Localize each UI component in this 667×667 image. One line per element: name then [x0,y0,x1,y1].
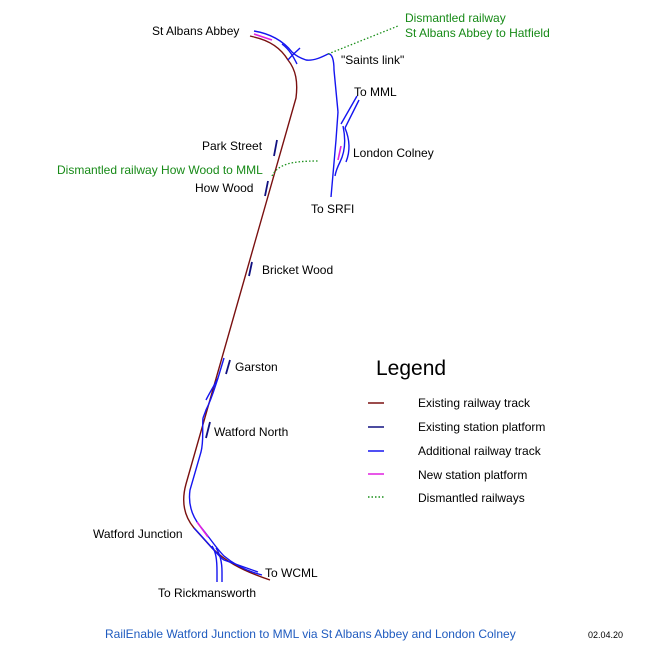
label-to-mml: To MML [354,85,397,99]
label-dismantled-hatfield-2: St Albans Abbey to Hatfield [405,26,550,40]
new-platform-london-colney [337,145,342,161]
station-label-park-street: Park Street [202,139,263,153]
legend-label-dismantled: Dismantled railways [418,491,525,505]
station-label-how-wood: How Wood [195,181,253,195]
additional-track-abbey-loop [253,30,339,113]
label-saints-link: "Saints link" [341,53,404,67]
additional-track-abbey-outer [281,43,298,65]
label-to-wcml: To WCML [265,566,318,580]
platform-garston [225,359,231,375]
additional-track-rickmansworth-a [211,545,218,582]
additional-track-watford-north-loop [188,417,263,576]
label-dismantled-hatfield-1: Dismantled railway [405,11,506,25]
station-label-watford-north: Watford North [214,425,288,439]
additional-track-to-mml-a [340,95,358,125]
label-to-srfi: To SRFI [311,202,354,216]
label-dismantled-howwood: Dismantled railway How Wood to MML [57,163,263,177]
existing-track-main [182,36,298,581]
station-label-bricket-wood: Bricket Wood [262,263,333,277]
additional-track-colney-main [330,111,339,198]
new-platform-st-albans-abbey [253,33,273,41]
platform-watford-north [205,421,211,439]
additional-track-wcml [193,527,259,573]
station-label-garston: Garston [235,360,278,374]
platform-bricket-wood [248,261,253,277]
platform-how-wood [264,180,269,197]
dismantled-hatfield [327,25,399,55]
dismantled-how-wood-mml [271,160,319,177]
station-label-london-colney: London Colney [353,146,434,160]
legend-title: Legend [376,357,446,380]
additional-track-to-mml-b [344,99,360,129]
additional-track-garston-link [205,377,219,401]
station-label-watford-junction: Watford Junction [93,527,183,541]
station-label-st-albans-abbey: St Albans Abbey [152,24,239,38]
platform-park-street [273,139,278,157]
new-platform-watford-junction [196,521,209,538]
map-caption: RailEnable Watford Junction to MML via S… [105,627,516,641]
legend: Legend Existing railway track Existing s… [368,357,545,505]
additional-track-rickmansworth-b [215,547,223,582]
additional-track-colney-loop [334,125,346,177]
legend-label-existing-track: Existing railway track [418,396,531,410]
legend-label-existing-platform: Existing station platform [418,420,545,434]
additional-track-colney-east [344,127,350,163]
legend-label-new-platform: New station platform [418,468,527,482]
existing-track-abbey-stub [249,35,255,38]
legend-label-additional-track: Additional railway track [418,444,542,458]
additional-track-abbey-west [287,47,301,61]
label-to-rickmansworth: To Rickmansworth [158,586,256,600]
map-date: 02.04.20 [588,630,623,640]
